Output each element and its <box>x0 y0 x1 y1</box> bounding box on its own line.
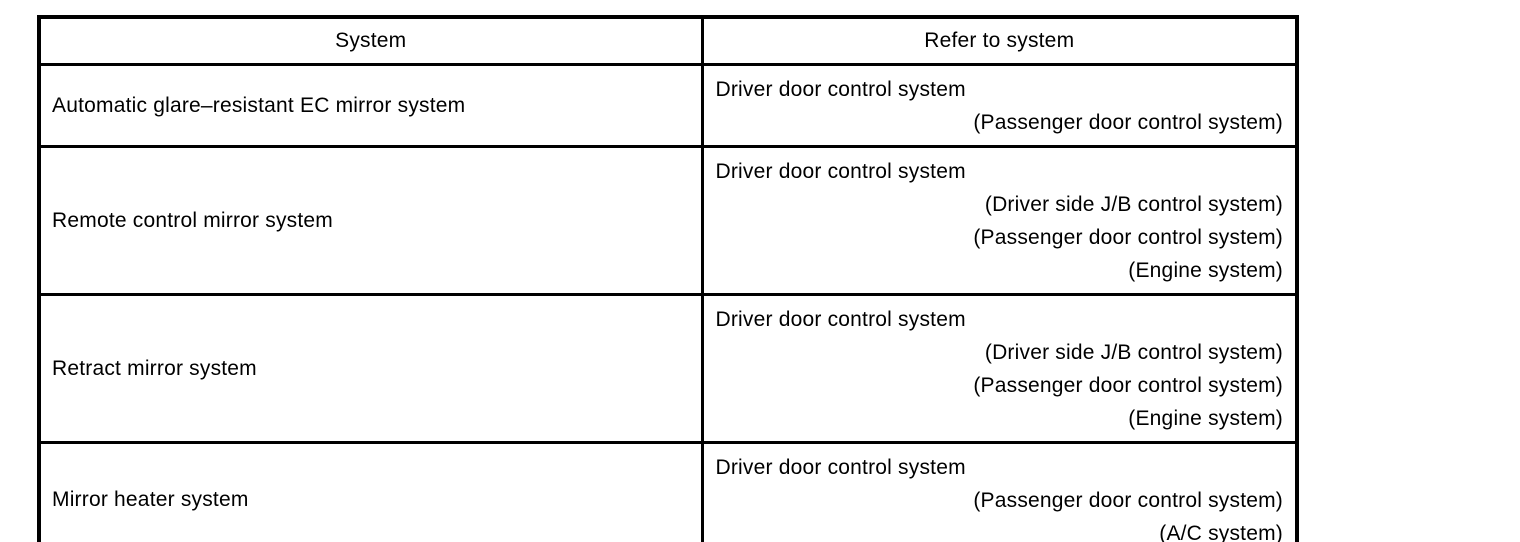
refer-cell: Driver door control system (Passenger do… <box>700 441 1299 542</box>
refer-secondary-text: (Passenger door control system) <box>973 489 1283 512</box>
table-row: Automatic glare–resistant EC mirror syst… <box>37 63 1299 148</box>
system-reference-table: System Refer to system Automatic glare–r… <box>37 15 1299 542</box>
refer-secondary-text: (Driver side J/B control system) <box>984 193 1283 216</box>
refer-primary-text: Driver door control system <box>715 308 966 331</box>
refer-cell: Driver door control system (Driver side … <box>700 145 1299 296</box>
refer-primary-text: Driver door control system <box>715 78 966 101</box>
refer-secondary-text: (Passenger door control system) <box>973 226 1283 249</box>
system-cell: Retract mirror system <box>37 293 704 444</box>
table-row: Retract mirror system Driver door contro… <box>37 293 1299 444</box>
refer-secondary-text: (A/C system) <box>1159 522 1283 542</box>
system-cell: Automatic glare–resistant EC mirror syst… <box>37 63 704 148</box>
refer-secondary-text: (Passenger door control system) <box>973 111 1283 134</box>
refer-cell: Driver door control system (Driver side … <box>700 293 1299 444</box>
refer-primary-text: Driver door control system <box>715 160 966 183</box>
refer-secondary-text: (Driver side J/B control system) <box>984 341 1283 364</box>
refer-cell: Driver door control system (Passenger do… <box>700 63 1299 148</box>
refer-primary-text: Driver door control system <box>715 456 966 479</box>
column-header-refer-to-system: Refer to system <box>700 15 1299 66</box>
column-header-system: System <box>37 15 704 66</box>
table-row: Mirror heater system Driver door control… <box>37 441 1299 542</box>
refer-secondary-text: (Engine system) <box>1128 259 1283 282</box>
table-header-row: System Refer to system <box>37 15 1299 66</box>
system-cell: Remote control mirror system <box>37 145 704 296</box>
table-row: Remote control mirror system Driver door… <box>37 145 1299 296</box>
refer-secondary-text: (Passenger door control system) <box>973 374 1283 397</box>
refer-secondary-text: (Engine system) <box>1128 407 1283 430</box>
system-cell: Mirror heater system <box>37 441 704 542</box>
